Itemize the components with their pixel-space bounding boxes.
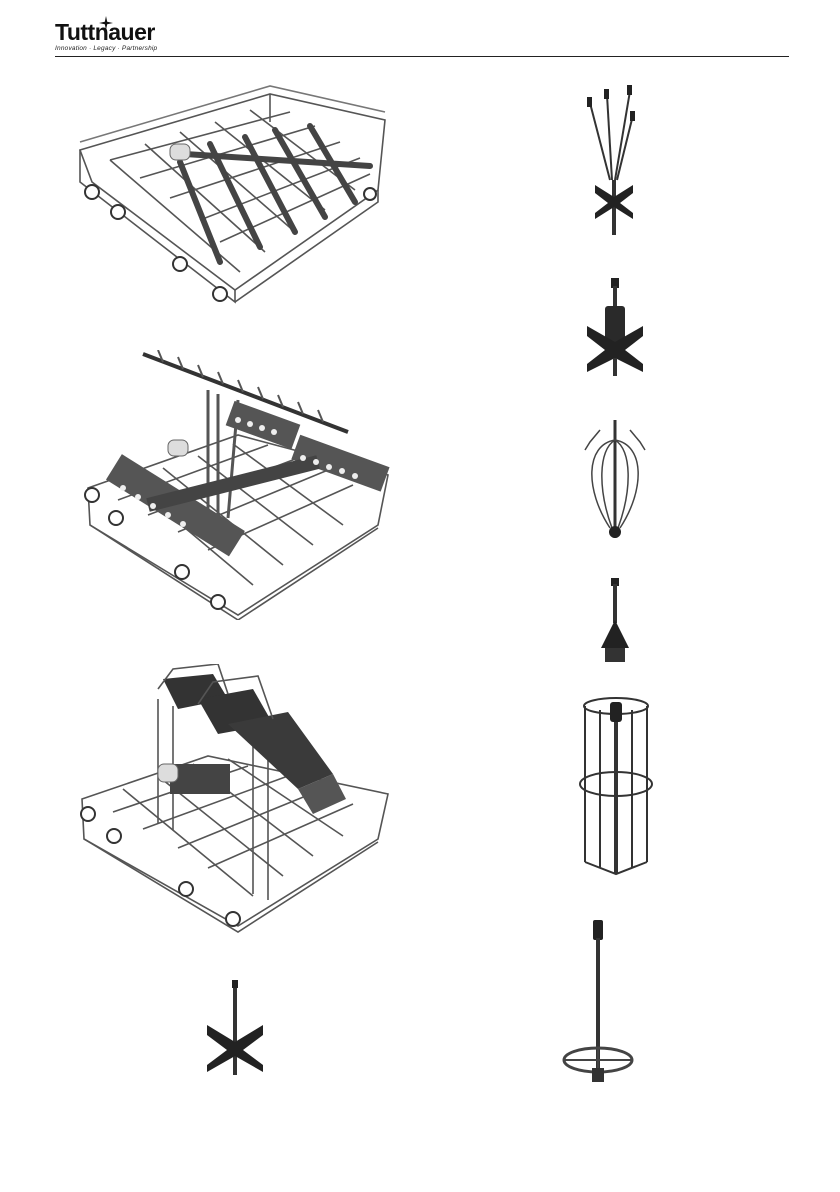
- header-rule: [55, 56, 789, 57]
- multi-tube-nozzle-figure: [585, 85, 645, 240]
- cage-nozzle-figure: [580, 420, 650, 545]
- basket-boot-holders-figure: [78, 664, 398, 934]
- single-nozzle-cross-base-figure: [205, 980, 265, 1080]
- page-header: Tuttnauer Innovation · Legacy · Partners…: [0, 0, 840, 60]
- brand-logo: Tuttnauer Innovation · Legacy · Partners…: [55, 20, 157, 52]
- basket-rake-manifolds-figure: [78, 350, 408, 620]
- ring-base-nozzle-figure: [555, 920, 645, 1085]
- brand-tagline: Innovation · Legacy · Partnership: [55, 45, 157, 52]
- cone-nozzle-figure: [597, 578, 633, 666]
- cylinder-cage-nozzle-figure: [575, 692, 657, 882]
- basket-injector-rails-figure: [70, 82, 400, 307]
- star-icon: [99, 16, 113, 30]
- bottle-nozzle-figure: [585, 278, 645, 378]
